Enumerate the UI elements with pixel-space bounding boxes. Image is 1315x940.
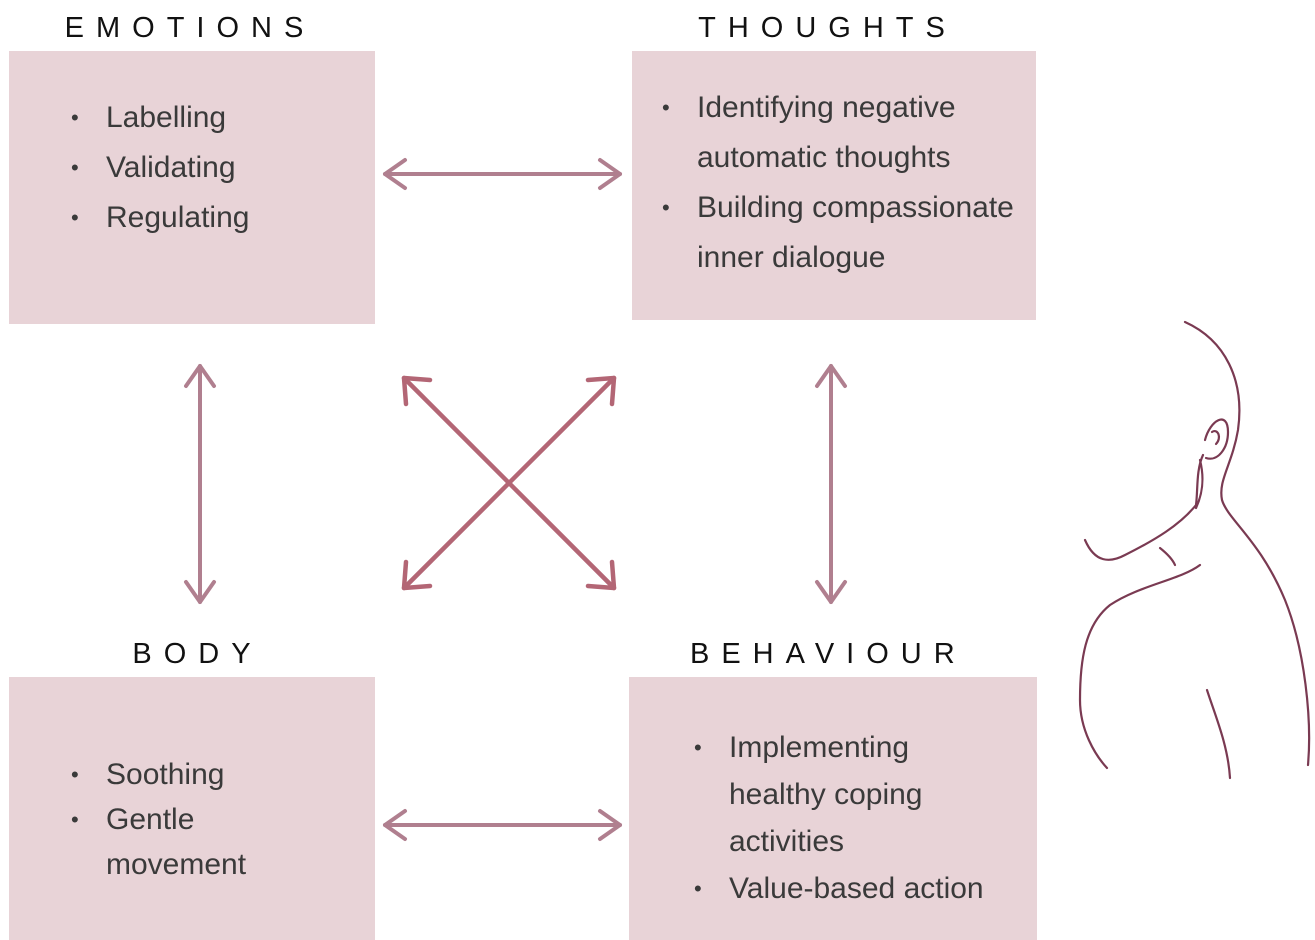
body-box: Soothing Gentle movement bbox=[9, 677, 375, 940]
list-item: Validating bbox=[71, 143, 375, 193]
double-arrow-icon bbox=[815, 364, 847, 604]
thoughts-list: Identifying negative automatic thoughts … bbox=[662, 83, 1036, 283]
list-item: Building compassionate inner dialogue bbox=[662, 183, 1036, 283]
behaviour-box: Implementing healthy coping activities V… bbox=[629, 677, 1037, 940]
double-arrow-icon bbox=[383, 158, 622, 190]
emotions-heading: EMOTIONS bbox=[64, 12, 316, 44]
list-item: Labelling bbox=[71, 93, 375, 143]
emotions-box: Labelling Validating Regulating bbox=[9, 51, 375, 324]
double-arrow-icon bbox=[401, 375, 617, 591]
thoughts-box: Identifying negative automatic thoughts … bbox=[632, 51, 1036, 320]
list-item: Gentle movement bbox=[71, 797, 271, 887]
emotions-list: Labelling Validating Regulating bbox=[71, 93, 375, 243]
list-item: Implementing healthy coping activities bbox=[694, 724, 979, 865]
double-arrow-icon bbox=[383, 809, 622, 841]
list-item: Soothing bbox=[71, 752, 271, 797]
list-item: Identifying negative automatic thoughts bbox=[662, 83, 1036, 183]
list-item: Value-based action bbox=[694, 865, 1037, 912]
body-list: Soothing Gentle movement bbox=[71, 752, 271, 887]
double-arrow-icon bbox=[184, 364, 216, 604]
body-heading: BODY bbox=[132, 638, 263, 670]
thoughts-heading: THOUGHTS bbox=[698, 12, 957, 44]
behaviour-list: Implementing healthy coping activities V… bbox=[694, 724, 1037, 912]
behaviour-heading: BEHAVIOUR bbox=[690, 638, 967, 670]
list-item: Regulating bbox=[71, 193, 375, 243]
